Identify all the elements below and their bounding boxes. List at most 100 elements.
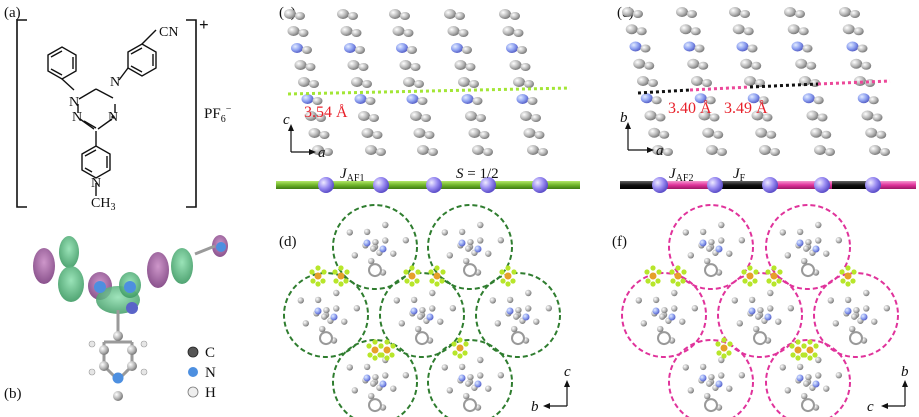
dashed-circle [332,204,418,290]
atom-sphere [305,63,316,71]
fluorine-atom [650,265,656,271]
fluorine-atom [807,339,813,345]
atom-sphere [850,10,860,18]
fluorine-atom [333,278,339,284]
dashed-circle [475,272,561,358]
atom-sphere [640,320,647,327]
pf6-anion [839,265,857,287]
distance-label-e2: 3.49 Å [724,99,768,117]
atom-sphere [351,29,362,37]
atom-sphere [779,229,786,236]
atom-sphere [708,373,715,381]
pyridinium-ring [704,398,718,413]
axis-label-c-right: a [318,145,326,161]
atom-sphere [815,372,822,379]
atom-sphere [652,145,664,155]
panel-c: (c) 3.54 Å c a JAF1 S = 1/2 [276,5,580,193]
atom-sphere [410,111,422,121]
atom-sphere [839,7,851,17]
axis-label-c-up: c [283,112,290,128]
atom-sphere [477,356,484,364]
fluorine-atom [752,278,758,284]
atom-sphere [417,97,428,105]
fluorine-atom [439,278,445,284]
atom-sphere [506,296,514,304]
atom-sphere [803,245,810,252]
fluorine-atom [801,343,807,349]
atom-sphere [351,387,358,394]
molecule-stack [444,9,493,156]
atom-sphere [787,305,795,312]
atom-labels: CN N N N N N CH3 [69,25,178,213]
atom-sphere [476,114,486,122]
atom-sphere [297,297,304,304]
fluorine-atom [372,339,378,345]
atom-sphere [469,80,479,88]
atom-sphere [687,58,700,69]
atom-sphere [358,111,370,121]
atom-sphere [691,305,699,312]
pyridinium-ring [511,331,525,346]
fluorine-atom [428,269,434,275]
atom-sphere [424,131,435,139]
phosphorus-atom [794,346,802,354]
fluorine-atom [789,343,795,349]
atom-sphere [454,60,467,70]
atom-sphere [682,364,689,371]
nitrogen-atom [844,307,852,315]
atom-sphere [370,380,377,387]
atom-sphere [657,325,664,333]
atom-sphere [637,76,649,86]
atom-sphere [687,10,697,18]
atom-sphere [483,148,493,156]
pyridinium-ring [319,331,333,346]
atom-sphere [437,318,444,325]
molecule-stack [337,9,386,156]
fluorine-atom [510,278,516,284]
atom-sphere [726,385,733,392]
atom-sphere [376,148,386,156]
spin-site [480,177,496,193]
atom-sphere [851,313,858,320]
atom-sphere [732,24,745,35]
atom-sphere [298,29,309,37]
atom-sphere [622,7,634,17]
molecule-cluster [765,339,851,417]
fluorine-atom [462,350,468,356]
atom-sphere [287,26,300,36]
fluorine-atom [434,265,440,271]
atom-sphere [648,127,661,138]
fluorine-atom [839,269,845,275]
phenyl-ring [47,46,77,80]
atom-sphere [796,363,804,371]
atom-sphere [835,237,843,244]
atom-sphere [766,130,777,139]
axis-label-e-up: b [620,110,628,126]
spin-sites-c [318,177,548,193]
dashed-circle [765,204,851,290]
atom-sphere [441,229,448,236]
atom-sphere [706,245,713,252]
atom-sphere [869,145,881,155]
atom-sphere [784,7,796,17]
atom-sphere [853,306,860,314]
atom-sphere [361,128,374,138]
legend-item-hydrogen: H [187,385,216,401]
nitrogen-atom [506,307,514,315]
atom-sphere [682,229,689,236]
phosphorus-atom [844,272,852,280]
fluorine-atom [338,281,344,287]
molecule-stack [284,9,333,156]
atom-sphere [284,9,296,19]
atom-sphere [333,289,340,297]
fluorine-atom [366,343,372,349]
atom-sphere [295,12,305,20]
spin-site [865,177,881,193]
pyridinium-ring [801,263,815,278]
molecule-cluster [813,272,899,358]
atom-sphere [751,61,762,70]
fluorine-atom [505,265,511,271]
atom-sphere [538,148,548,156]
nitrogen-atom [652,307,660,315]
atom-sphere [382,221,389,229]
